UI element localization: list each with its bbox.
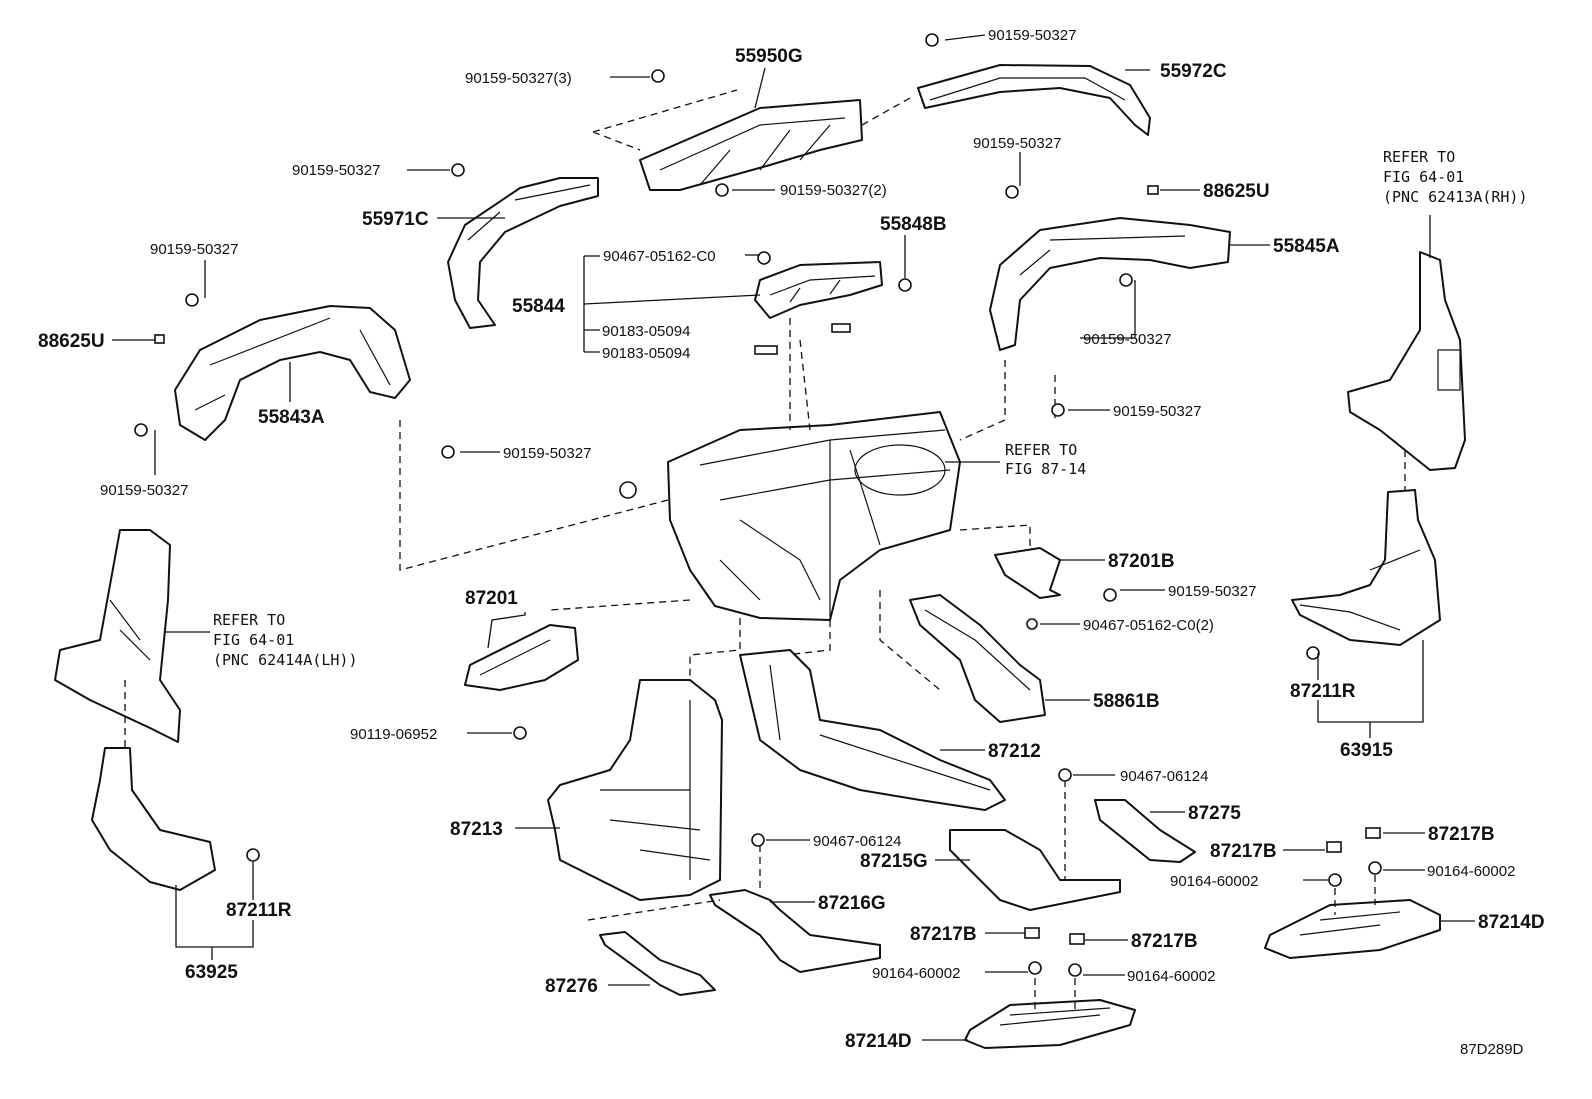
label-87275: 87275 xyxy=(1188,803,1241,824)
label-87276: 87276 xyxy=(545,976,598,997)
label-90159-50327-2: 90159-50327(2) xyxy=(780,182,887,199)
label-90159-50327-left3: 90159-50327 xyxy=(100,482,188,499)
label-87201: 87201 xyxy=(465,588,518,609)
duct-87212 xyxy=(739,649,1006,811)
pillar-trim-lh xyxy=(54,529,181,743)
panel-87214D-right xyxy=(1264,899,1441,959)
label-90159-50327-top: 90159-50327 xyxy=(988,27,1076,44)
label-90119-06952: 90119-06952 xyxy=(350,726,437,743)
label-87215G: 87215G xyxy=(860,851,928,872)
duct-58861B xyxy=(909,594,1046,723)
label-90164-60002-a: 90164-60002 xyxy=(1170,873,1258,890)
label-90159-50327-r2: 90159-50327 xyxy=(1083,331,1171,348)
note-refer-lh-line2: FIG 64-01 xyxy=(213,631,294,649)
label-90183-05094-b: 90183-05094 xyxy=(602,345,690,362)
register-55844 xyxy=(754,261,883,319)
label-87217B-c: 87217B xyxy=(910,924,977,945)
label-90183-05094-a: 90183-05094 xyxy=(602,323,690,340)
label-87211R-a: 87211R xyxy=(1290,681,1356,702)
label-87217B-b: 87217B xyxy=(1428,824,1495,845)
diagram-code: 87D289D xyxy=(1460,1041,1524,1058)
label-87214D-a: 87214D xyxy=(1478,912,1545,933)
label-90159-50327-left2: 90159-50327 xyxy=(150,241,238,258)
label-55845A: 55845A xyxy=(1273,236,1340,257)
label-87216G: 87216G xyxy=(818,893,886,914)
note-refer-lh-line1: REFER TO xyxy=(213,611,285,629)
duct-87276 xyxy=(599,931,716,996)
label-55843A: 55843A xyxy=(258,407,325,428)
label-90467-05162-C0: 90467-05162-C0 xyxy=(603,248,716,265)
label-90467-05162-C0-2: 90467-05162-C0(2) xyxy=(1083,617,1214,634)
label-63915: 63915 xyxy=(1340,740,1393,761)
label-55848B: 55848B xyxy=(880,214,947,235)
duct-87213 xyxy=(547,679,723,901)
label-90159-50327-c3: 90159-50327 xyxy=(1168,583,1256,600)
label-87213: 87213 xyxy=(450,819,503,840)
hvac-unit xyxy=(619,411,961,621)
note-refer-rh-line2: FIG 64-01 xyxy=(1383,168,1464,186)
label-55844: 55844 xyxy=(512,296,565,317)
note-refer-87-line2: FIG 87-14 xyxy=(1005,460,1086,478)
label-90164-60002-d: 90164-60002 xyxy=(1127,968,1215,985)
label-90159-50327-r1: 90159-50327 xyxy=(973,135,1061,152)
panel-87214D-bottom xyxy=(964,999,1136,1049)
note-refer-rh-line1: REFER TO xyxy=(1383,148,1455,166)
duct-55843A xyxy=(174,305,411,441)
label-90164-60002-b: 90164-60002 xyxy=(1427,863,1515,880)
label-88625U-l: 88625U xyxy=(38,331,105,352)
label-55971C: 55971C xyxy=(362,209,429,230)
label-88625U-r: 88625U xyxy=(1203,181,1270,202)
label-90159-50327-c2: 90159-50327 xyxy=(1113,403,1201,420)
label-87217B-d: 87217B xyxy=(1131,931,1198,952)
label-87211R-b: 87211R xyxy=(226,900,292,921)
label-87201B: 87201B xyxy=(1108,551,1175,572)
duct-87201 xyxy=(464,624,579,691)
label-87217B-a: 87217B xyxy=(1210,841,1277,862)
duct-63915 xyxy=(1291,489,1441,646)
label-90159-50327-3: 90159-50327(3) xyxy=(465,70,572,87)
leader-lines xyxy=(112,34,1475,1041)
duct-55971C xyxy=(447,177,599,329)
duct-63925 xyxy=(91,747,216,891)
note-refer-87-line1: REFER TO xyxy=(1005,441,1077,459)
fasteners xyxy=(134,33,1382,977)
label-90159-50327-left1: 90159-50327 xyxy=(292,162,380,179)
duct-87215G xyxy=(949,829,1121,911)
label-87212: 87212 xyxy=(988,741,1041,762)
duct-55845A xyxy=(989,217,1231,351)
duct-55950G xyxy=(639,99,863,191)
duct-87275 xyxy=(1094,799,1196,863)
pillar-trim-rh xyxy=(1347,251,1466,471)
duct-87216G xyxy=(709,889,881,973)
label-55950G: 55950G xyxy=(735,46,803,67)
label-87214D-b: 87214D xyxy=(845,1031,912,1052)
label-90164-60002-c: 90164-60002 xyxy=(872,965,960,982)
label-55972C: 55972C xyxy=(1160,61,1227,82)
label-58861B: 58861B xyxy=(1093,691,1160,712)
label-90467-06124-b: 90467-06124 xyxy=(813,833,901,850)
duct-55972C xyxy=(917,64,1151,136)
duct-87201B xyxy=(994,547,1061,599)
note-refer-rh-line3: (PNC 62413A(RH)) xyxy=(1383,188,1528,206)
label-63925: 63925 xyxy=(185,962,238,983)
note-refer-lh-line3: (PNC 62414A(LH)) xyxy=(213,651,358,669)
label-90467-06124-a: 90467-06124 xyxy=(1120,768,1208,785)
label-90159-50327-c1: 90159-50327 xyxy=(503,445,591,462)
